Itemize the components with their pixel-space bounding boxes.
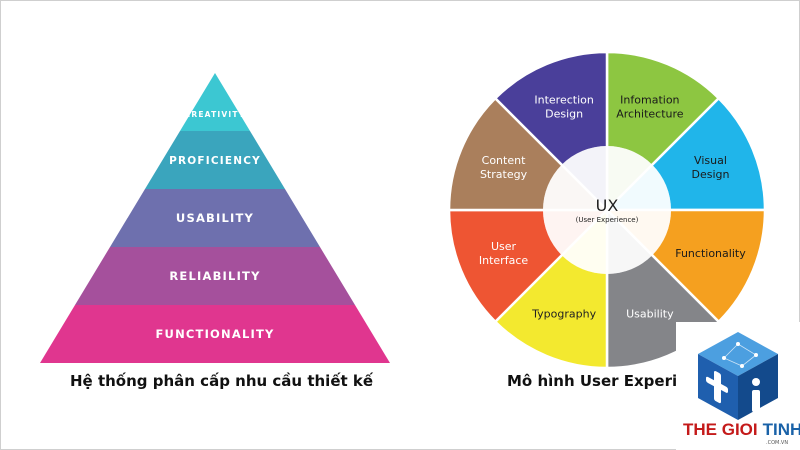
pyramid-level-functionality xyxy=(40,305,390,363)
logo-i-dot xyxy=(752,378,760,386)
pyramid-label-proficiency: PROFICIENCY xyxy=(169,155,261,167)
wheel-center-overlay xyxy=(543,146,671,274)
pyramid-label-creativity: CREATIVITY xyxy=(185,110,246,119)
pyramid-level-reliability xyxy=(75,247,355,305)
wheel-label-typography: Typography xyxy=(531,307,596,320)
pyramid-label-reliability: RELIABILITY xyxy=(169,269,260,283)
wheel-center-title: UX xyxy=(596,196,619,215)
logo-t-bar xyxy=(706,376,728,393)
wheel-center-subtitle: (User Experience) xyxy=(576,216,639,224)
pyramid-level-proficiency xyxy=(145,131,285,189)
logo-cube-icon xyxy=(698,332,778,420)
watermark-logo xyxy=(676,322,800,450)
pyramid-label-functionality: FUNCTIONALITY xyxy=(155,327,274,341)
pyramid-caption: Hệ thống phân cấp nhu cầu thiết kế xyxy=(70,372,374,390)
wheel-label-functionality: Functionality xyxy=(675,247,746,260)
logo-cube-right xyxy=(738,354,778,420)
pyramid-level-usability xyxy=(110,189,320,247)
logo-node-lines xyxy=(723,343,757,367)
wheel-label-usability: Usability xyxy=(626,307,674,320)
logo-wordmark: THE GIOITINHOC xyxy=(683,420,800,440)
logo-domain: .COM.VN xyxy=(766,440,789,446)
wheel-caption: Mô hình User Experience xyxy=(507,372,718,390)
pyramid-level-creativity xyxy=(180,73,250,131)
logo-word-tinhoc: TINHOC xyxy=(762,420,800,439)
logo-i-stem xyxy=(752,390,760,412)
pyramid-label-usability: USABILITY xyxy=(176,211,254,225)
logo-word-thegioi: THE GIOI xyxy=(683,420,758,439)
